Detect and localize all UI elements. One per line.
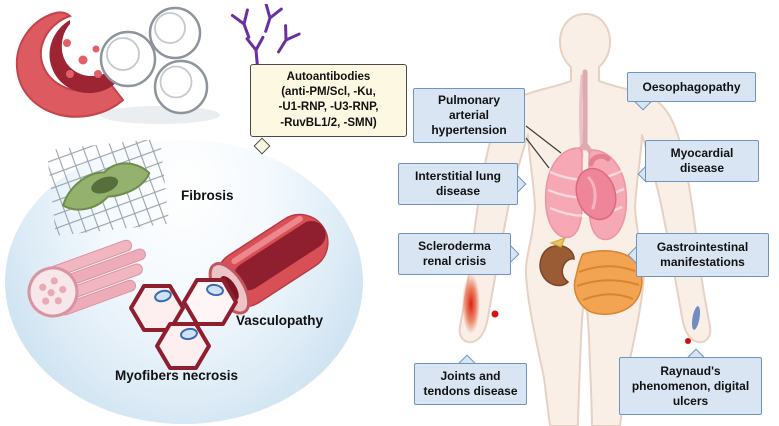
myofiber-nuclei: [154, 283, 224, 341]
antibodies-icon: [230, 4, 301, 66]
autoantibodies-title: Autoantibodies: [286, 71, 371, 83]
kidney-illustration: [539, 237, 575, 287]
fibrosis-illustration: [46, 140, 170, 236]
raynaud-marks: [462, 274, 701, 344]
fibrosis-label: Fibrosis: [181, 188, 234, 203]
intestines-illustration: [573, 250, 643, 315]
autoantibodies-line: -U1-RNP, -U3-RNP,: [278, 101, 379, 114]
callout-joints-and-tendons-disease: Joints and tendons disease: [414, 363, 527, 405]
autoantibodies-line: (anti-PM/Scl, -Ku,: [281, 86, 376, 99]
muscle-fiber-illustration: [27, 239, 146, 318]
autoantibodies-note: Autoantibodies (anti-PM/Scl, -Ku, -U1-RN…: [250, 64, 407, 137]
callout-scleroderma-renal-crisis: Scleroderma renal crisis: [398, 233, 511, 275]
white-cells: [99, 6, 209, 115]
myofibers-necrosis-label: Myofibers necrosis: [115, 368, 239, 383]
callout-interstitial-lung-disease: Interstitial lung disease: [398, 163, 518, 205]
esophagus: [579, 74, 584, 158]
callout-oesophagopathy: Oesophagopathy: [627, 72, 756, 102]
heart-illustration: [575, 153, 617, 221]
callout-pulmonary-arterial-hypertension: Pulmonary arterial hypertension: [413, 88, 525, 143]
blood-vessel-cells-illustration: [15, 6, 220, 124]
red-blood-cells: [63, 39, 102, 78]
pathology-illustrations: [27, 140, 329, 370]
autoantibodies-line: -RuvBL1/2, -SMN): [280, 116, 377, 129]
callout-raynauds-phenomenon: Raynaud's phenomenon, digital ulcers: [619, 357, 762, 415]
vasculopathy-label: Vasculopathy: [236, 313, 324, 328]
callout-gastrointestinal-manifestations: Gastrointestinal manifestations: [636, 233, 769, 277]
callout-myocardial-disease: Myocardial disease: [645, 140, 759, 182]
